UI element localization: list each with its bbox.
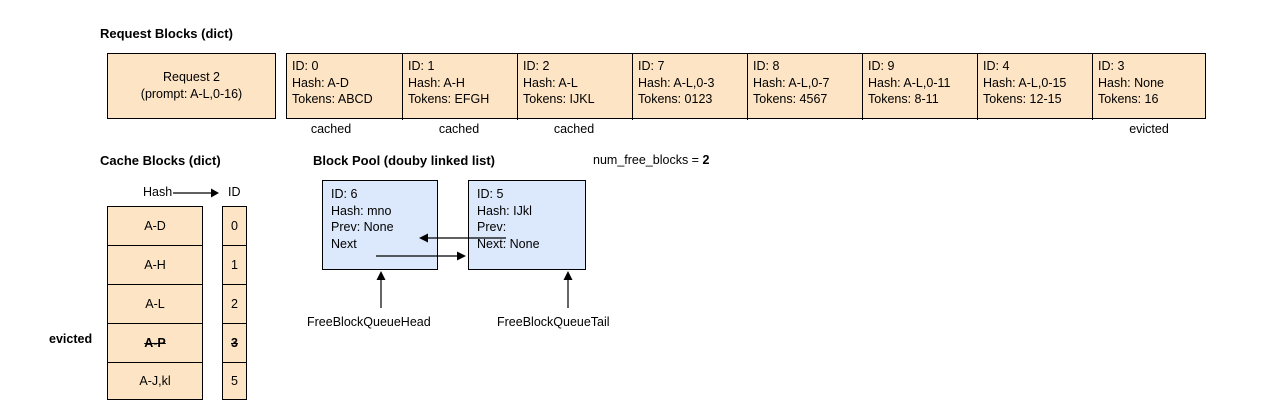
cache-hash-text: A-L: [145, 297, 165, 311]
request-block-0: ID: 0 Hash: A-D Tokens: ABCD: [287, 54, 402, 120]
block-pool-title: Block Pool (douby linked list): [313, 153, 496, 168]
node-prev: Prev: None: [331, 220, 394, 234]
id-header: ID: [228, 185, 241, 199]
free-queue-head-label: FreeBlockQueueHead: [307, 315, 431, 329]
request-block-3: ID: 7 Hash: A-L,0-3 Tokens: 0123: [632, 54, 747, 120]
block-tokens: Tokens: 4567: [753, 92, 828, 106]
cache-id-text: 1: [231, 258, 238, 272]
block-tokens: Tokens: IJKL: [523, 92, 595, 106]
block-status-label: cached: [438, 122, 480, 136]
cache-hash-text: A-D: [144, 219, 166, 233]
block-id: ID: 0: [292, 59, 319, 73]
block-hash: Hash: A-H: [408, 75, 465, 90]
block-id: ID: 9: [868, 59, 895, 73]
free-queue-tail-label: FreeBlockQueueTail: [497, 315, 610, 329]
request-block-1: ID: 1 Hash: A-H Tokens: EFGH: [402, 54, 517, 120]
cache-hash-text-struck: A-P: [144, 336, 166, 350]
block-id: ID: 3: [1098, 59, 1125, 73]
block-tokens: Tokens: 12-15: [983, 92, 1062, 106]
request-block-2: ID: 2 Hash: A-L Tokens: IJKL: [517, 54, 632, 120]
evicted-row-label: evicted: [49, 332, 93, 346]
num-free-blocks-label: num_free_blocks =: [593, 153, 703, 167]
block-hash: Hash: A-D: [292, 75, 349, 90]
block-hash: Hash: A-L,0-15: [983, 75, 1067, 90]
block-tokens: Tokens: 16: [1098, 92, 1159, 106]
next-arrow-icon: [376, 251, 466, 261]
cache-id-cell: 5: [222, 362, 247, 400]
head-pointer-arrow-icon: [376, 271, 386, 308]
block-hash: Hash: A-L,0-7: [753, 75, 830, 90]
node-prev: Prev:: [477, 220, 507, 234]
node-hash: Hash: IJkl: [477, 203, 532, 218]
request-blocks-title: Request Blocks (dict): [100, 26, 233, 41]
block-id: ID: 8: [753, 59, 780, 73]
cache-id-text: 5: [231, 374, 238, 388]
tail-pointer-arrow-icon: [563, 271, 573, 308]
node-hash: Hash: mno: [331, 203, 392, 218]
block-status-label: evicted: [1129, 122, 1169, 136]
cache-hash-cell: A-D: [107, 206, 203, 246]
block-hash: Hash: A-L: [523, 75, 578, 90]
block-hash: Hash: A-L,0-3: [638, 75, 715, 90]
cache-id-column: 0 1 2 3 5: [222, 206, 247, 400]
request-block-4: ID: 8 Hash: A-L,0-7 Tokens: 4567: [747, 54, 862, 120]
num-free-blocks-value: 2: [702, 153, 710, 167]
request-block-5: ID: 9 Hash: A-L,0-11 Tokens: 8-11: [862, 54, 977, 120]
prev-arrow-icon: [419, 233, 506, 243]
block-id: ID: 4: [983, 59, 1010, 73]
cache-hash-column: A-D A-H A-L A-P A-J,kl: [107, 206, 203, 400]
hash-to-id-arrow-icon: [173, 188, 219, 198]
node-next: Next: None: [477, 236, 540, 251]
block-id: ID: 1: [408, 59, 435, 73]
cache-id-cell: 2: [222, 284, 247, 324]
block-status-label: cached: [553, 122, 595, 136]
cache-id-text: 2: [231, 297, 238, 311]
cache-hash-cell: A-J,kl: [107, 362, 203, 400]
block-tokens: Tokens: 8-11: [868, 92, 939, 106]
block-hash: Hash: None: [1098, 75, 1165, 90]
cache-id-cell: 1: [222, 245, 247, 285]
hash-header: Hash: [143, 185, 173, 199]
cache-id-cell: 0: [222, 206, 247, 246]
node-id: ID: 6: [331, 187, 358, 201]
node-id: ID: 5: [477, 187, 504, 201]
node-next: Next: [331, 236, 357, 251]
pool-node-5: ID: 5 Hash: IJkl Prev: Next: None: [468, 180, 586, 270]
num-free-blocks: num_free_blocks = 2: [593, 153, 709, 167]
block-tokens: Tokens: ABCD: [292, 92, 373, 106]
block-tokens: Tokens: 0123: [638, 92, 713, 106]
cache-blocks-title: Cache Blocks (dict): [100, 153, 221, 168]
request-block-6: ID: 4 Hash: A-L,0-15 Tokens: 12-15: [977, 54, 1092, 120]
cache-id-text-struck: 3: [231, 336, 238, 350]
block-status-label: cached: [310, 122, 352, 136]
cache-hash-cell: A-H: [107, 245, 203, 285]
block-tokens: Tokens: EFGH: [408, 92, 490, 106]
block-hash: Hash: A-L,0-11: [868, 75, 951, 90]
cache-id-text: 0: [231, 219, 238, 233]
cache-hash-text: A-J,kl: [139, 374, 171, 388]
block-id: ID: 2: [523, 59, 550, 73]
request-box: Request 2 (prompt: A-L,0-16): [107, 53, 276, 119]
pool-node-6: ID: 6 Hash: mno Prev: None Next: [322, 180, 438, 270]
request-blocks-row: ID: 0 Hash: A-D Tokens: ABCD ID: 1 Hash:…: [286, 53, 1206, 120]
block-id: ID: 7: [638, 59, 665, 73]
cache-hash-text: A-H: [144, 258, 166, 272]
request-block-7: ID: 3 Hash: None Tokens: 16: [1092, 54, 1205, 120]
